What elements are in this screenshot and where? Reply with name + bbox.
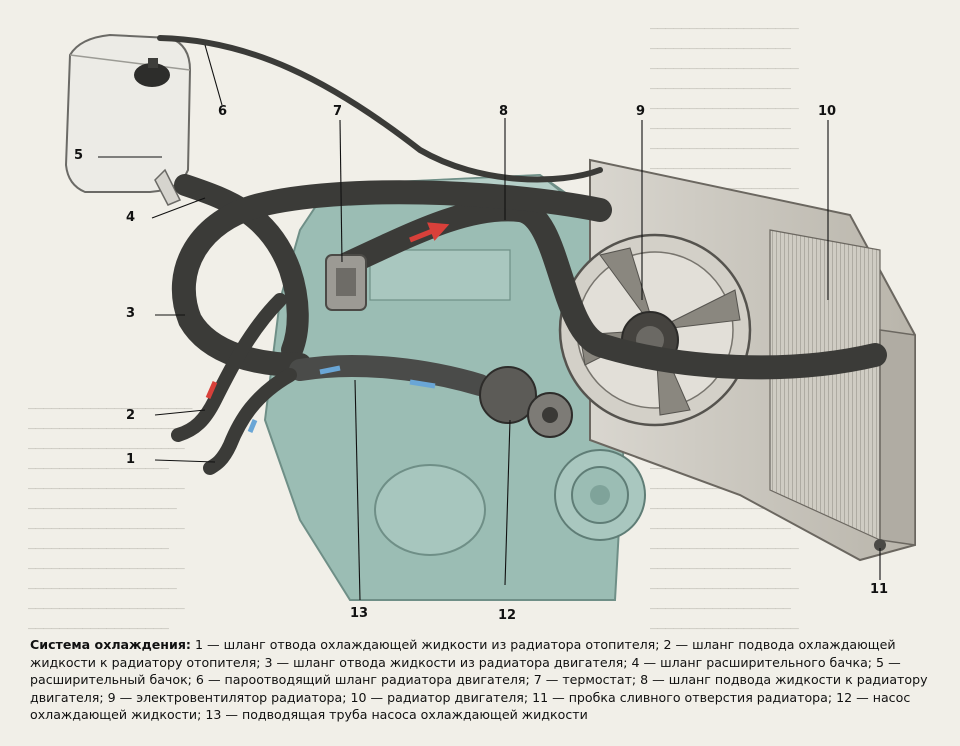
hose-2-heater-in: [171, 293, 287, 442]
hose-4-tank: [174, 174, 309, 361]
callout-8: 8: [499, 104, 509, 119]
caption-title: Система охлаждения:: [30, 637, 191, 652]
flow-arrow-cold-1: [319, 365, 341, 375]
hose-1-heater-out: [203, 368, 297, 475]
callout-3: 3: [126, 306, 136, 321]
callout-5: 5: [74, 148, 84, 163]
thermostat: [325, 254, 367, 311]
caption-text: 1 — шланг отвода охлаждающей жидкости из…: [30, 637, 928, 722]
leader-lines: [98, 44, 881, 601]
callout-12: 12: [498, 608, 517, 623]
callout-9: 9: [636, 104, 646, 119]
flow-arrow-heater: [205, 380, 218, 400]
background-text-left: ───────────────────── ──────────────────…: [28, 402, 193, 630]
hose-8-supply: [333, 197, 887, 380]
callout-1: 1: [126, 452, 136, 467]
callout-2: 2: [126, 408, 136, 423]
flow-arrow-heater-cold: [247, 419, 258, 433]
hose-6-steam: [157, 35, 603, 183]
figure-caption: Система охлаждения: 1 — шланг отвода охл…: [30, 636, 945, 724]
hose-13-pump-pipe: [289, 354, 491, 396]
coolant-pump: [479, 366, 573, 438]
callout-6: 6: [218, 104, 228, 119]
callout-13: 13: [350, 606, 369, 621]
callout-4: 4: [126, 210, 136, 225]
callout-7: 7: [333, 104, 343, 119]
flow-arrow-hot: [409, 222, 450, 243]
callout-11: 11: [870, 582, 889, 597]
hose-3-return: [171, 180, 612, 377]
flow-arrow-cold-2: [409, 379, 436, 389]
flow-arrows: [205, 222, 450, 433]
hoses: [157, 35, 887, 475]
callout-10: 10: [818, 104, 837, 119]
expansion-tank: [64, 33, 192, 206]
